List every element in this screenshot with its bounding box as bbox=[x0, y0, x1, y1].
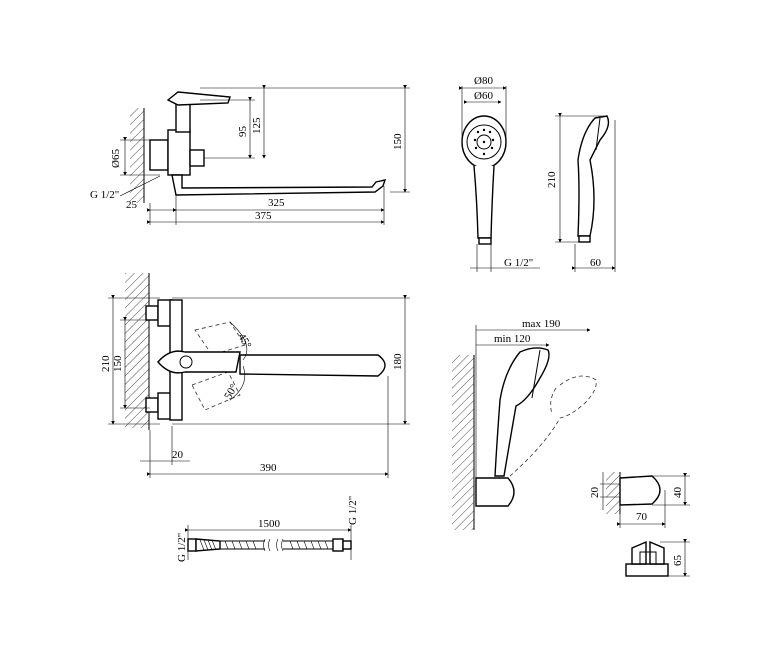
dim-d60: Ø60 bbox=[474, 90, 493, 102]
dim-20-bracket: 20 bbox=[589, 487, 601, 499]
wall-hatch-holder bbox=[452, 355, 474, 530]
dim-65-bracket: 65 bbox=[672, 555, 684, 567]
wall-hatch-top bbox=[125, 273, 149, 428]
dim-210-top: 210 bbox=[100, 355, 112, 372]
shower-hose: 1500 G 1/2" G 1/2" bbox=[176, 496, 359, 562]
dim-60-head: 60 bbox=[590, 257, 602, 269]
angle-50: 50° bbox=[222, 382, 240, 401]
dim-95: 95 bbox=[237, 126, 249, 138]
wall-bracket: 20 40 70 65 bbox=[589, 472, 690, 577]
dim-d80: Ø80 bbox=[474, 75, 493, 87]
dim-180: 180 bbox=[392, 353, 404, 370]
wall-hatch-bracket bbox=[606, 472, 620, 514]
shower-head-front: Ø80 Ø60 G 1/2" bbox=[459, 75, 540, 272]
dim-g12-hose-left: G 1/2" bbox=[176, 533, 188, 562]
shower-head-side: 210 60 bbox=[546, 113, 616, 272]
dim-g12-head: G 1/2" bbox=[504, 257, 533, 269]
dim-g12: G 1/2" bbox=[90, 189, 119, 201]
dim-375: 375 bbox=[255, 210, 272, 222]
dim-70-bracket: 70 bbox=[636, 511, 648, 523]
dim-d65: Ø65 bbox=[110, 149, 122, 168]
holder-assembly: max 190 min 120 bbox=[452, 318, 597, 530]
dim-390: 390 bbox=[260, 462, 277, 474]
label-max190: max 190 bbox=[522, 318, 561, 330]
dim-40-bracket: 40 bbox=[672, 487, 684, 499]
dim-150: 150 bbox=[392, 133, 404, 150]
dim-25: 25 bbox=[126, 199, 138, 211]
wall-hatch bbox=[130, 108, 144, 203]
dim-210-head: 210 bbox=[546, 171, 558, 188]
dim-150-top: 150 bbox=[112, 355, 124, 372]
front-view: Ø65 G 1/2" 25 325 375 95 125 150 bbox=[90, 85, 410, 225]
top-view: 45° 50° 210 150 180 20 390 bbox=[100, 273, 410, 478]
dim-g12-hose-right: G 1/2" bbox=[347, 496, 359, 525]
dim-20-top: 20 bbox=[172, 449, 184, 461]
dim-325: 325 bbox=[268, 197, 285, 209]
label-min120: min 120 bbox=[494, 333, 531, 345]
dim-125: 125 bbox=[251, 117, 263, 134]
dim-1500: 1500 bbox=[258, 518, 281, 530]
